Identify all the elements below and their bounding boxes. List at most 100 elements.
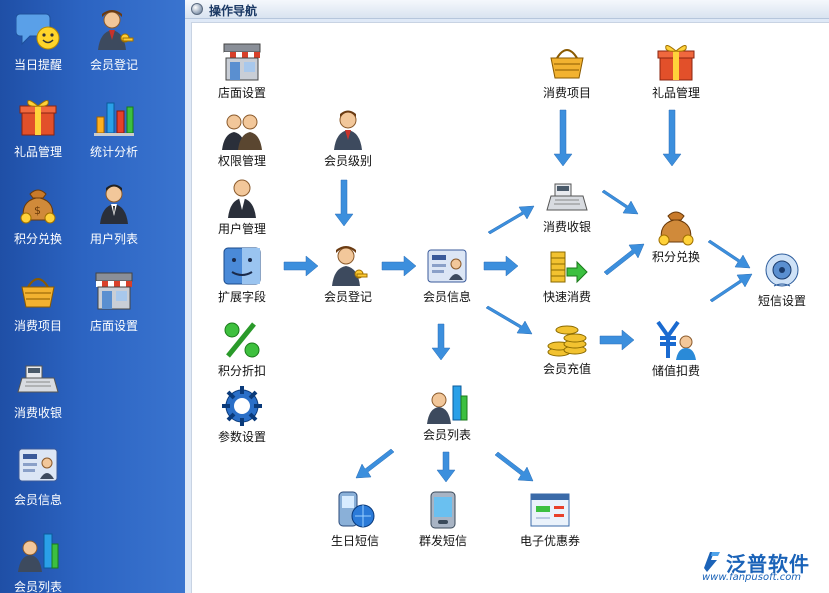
sidebar-item-label: 会员列表 — [13, 580, 62, 593]
node-label: 群发短信 — [418, 534, 467, 548]
brand-mark-icon — [704, 552, 720, 572]
sidebar-item-store-settings[interactable]: 店面设置 — [76, 265, 152, 335]
sidebar: 当日提醒 会员登记 礼品管理 统计分析 — [0, 0, 185, 593]
node-stored-value-deduct[interactable]: 储值扣费 — [636, 318, 716, 380]
sidebar-item-label: 消费项目 — [13, 319, 62, 333]
node-member-recharge[interactable]: 会员充值 — [527, 316, 607, 378]
member-register-icon — [332, 246, 368, 286]
node-member-level[interactable]: 会员级别 — [308, 108, 388, 170]
member-card-icon — [427, 249, 467, 283]
node-label: 生日短信 — [330, 534, 379, 548]
node-member-register[interactable]: 会员登记 — [308, 244, 388, 306]
money-bag-icon — [658, 211, 694, 246]
storefront-icon — [223, 43, 261, 81]
node-label: 电子优惠券 — [519, 534, 580, 548]
shopping-basket-icon — [550, 49, 584, 79]
node-label: 会员级别 — [323, 154, 372, 168]
brand-name: 泛普软件 — [726, 552, 810, 576]
node-label: 扩展字段 — [217, 290, 266, 304]
money-bag-icon: $ — [20, 189, 56, 224]
shopping-basket-icon — [21, 278, 55, 308]
node-member-info[interactable]: 会员信息 — [407, 244, 487, 306]
sidebar-item-member-register[interactable]: 会员登记 — [76, 4, 152, 74]
node-label: 积分折扣 — [217, 364, 266, 378]
cash-register-icon — [17, 365, 59, 393]
node-label: 消费收银 — [542, 220, 591, 234]
gift-icon — [657, 45, 695, 81]
node-group-sms[interactable]: 群发短信 — [403, 488, 483, 550]
node-user-mgmt[interactable]: 用户管理 — [202, 176, 282, 238]
member-list-icon — [427, 385, 468, 424]
brand-logo: 泛普软件 www.fanpusoft.com — [698, 546, 826, 588]
sidebar-item-member-list[interactable]: 会员列表 — [0, 526, 76, 593]
sidebar-item-label: 用户列表 — [89, 232, 138, 246]
sidebar-item-statistics[interactable]: 统计分析 — [76, 91, 152, 161]
member-card-icon — [18, 448, 58, 482]
node-store-settings[interactable]: 店面设置 — [202, 40, 282, 102]
node-label: 快速消费 — [542, 290, 591, 304]
bar-chart-icon — [94, 102, 134, 136]
node-points-discount[interactable]: 积分折扣 — [202, 318, 282, 380]
node-label: 用户管理 — [217, 222, 266, 236]
sidebar-item-gift[interactable]: 礼品管理 — [0, 91, 76, 161]
node-consume-cashier[interactable]: 消费收银 — [527, 174, 607, 236]
member-list-icon — [18, 533, 59, 572]
finder-face-icon — [223, 247, 261, 285]
node-label: 会员登记 — [323, 290, 372, 304]
sidebar-item-label: 会员信息 — [13, 493, 62, 507]
node-birthday-sms[interactable]: 生日短信 — [315, 488, 395, 550]
sidebar-item-label: 会员登记 — [89, 58, 138, 72]
node-label: 店面设置 — [217, 86, 266, 100]
node-gift-mgmt[interactable]: 礼品管理 — [636, 40, 716, 102]
svg-text:$: $ — [34, 204, 41, 217]
node-label: 积分兑换 — [651, 250, 700, 264]
node-param-settings[interactable]: 参数设置 — [202, 384, 282, 446]
sidebar-item-label: 积分兑换 — [13, 232, 62, 246]
mobile-phone-icon — [430, 491, 456, 529]
node-consume-items[interactable]: 消费项目 — [527, 40, 607, 102]
coupon-icon — [530, 493, 570, 527]
percent-icon — [224, 322, 260, 358]
node-label: 储值扣费 — [651, 364, 700, 378]
sidebar-item-points-exchange[interactable]: $ 积分兑换 — [0, 178, 76, 248]
users-group-icon — [222, 114, 262, 150]
node-e-coupon[interactable]: 电子优惠券 — [510, 488, 590, 550]
node-points-exchange[interactable]: 积分兑换 — [636, 204, 716, 266]
node-extend-fields[interactable]: 扩展字段 — [202, 244, 282, 306]
gift-icon — [19, 100, 57, 136]
coins-arrow-icon — [550, 251, 588, 284]
reminder-smiley-icon — [16, 13, 60, 50]
yen-user-icon — [656, 320, 696, 360]
navigation-icon — [191, 3, 203, 15]
sidebar-item-user-list[interactable]: 用户列表 — [76, 178, 152, 248]
node-member-list[interactable]: 会员列表 — [407, 382, 487, 444]
user-icon — [228, 179, 256, 218]
node-quick-consume[interactable]: 快速消费 — [527, 244, 607, 306]
sidebar-item-label: 消费收银 — [13, 406, 62, 420]
member-register-icon — [98, 10, 134, 50]
node-permission-mgmt[interactable]: 权限管理 — [202, 108, 282, 170]
node-sms-settings[interactable]: 短信设置 — [742, 248, 822, 310]
sidebar-item-label: 店面设置 — [89, 319, 138, 333]
page-title: 操作导航 — [209, 4, 258, 18]
sidebar-item-member-info[interactable]: 会员信息 — [0, 439, 76, 509]
sidebar-item-reminder[interactable]: 当日提醒 — [0, 4, 76, 74]
sidebar-item-label: 统计分析 — [89, 145, 138, 159]
panel-header: 操作导航 — [185, 0, 829, 19]
node-label: 参数设置 — [217, 430, 266, 444]
speaker-icon — [765, 253, 799, 287]
sidebar-item-label: 礼品管理 — [13, 145, 62, 159]
gear-icon — [222, 386, 262, 426]
sidebar-item-consume-items[interactable]: 消费项目 — [0, 265, 76, 335]
node-label: 消费项目 — [542, 86, 591, 100]
user-list-icon — [100, 184, 128, 224]
node-label: 会员信息 — [422, 290, 471, 304]
brand-url: www.fanpusoft.com — [702, 572, 802, 583]
sidebar-item-label: 当日提醒 — [13, 58, 62, 72]
node-label: 权限管理 — [217, 154, 266, 168]
member-icon — [334, 110, 362, 150]
sidebar-item-cashier[interactable]: 消费收银 — [0, 352, 76, 422]
storefront-icon — [95, 272, 133, 310]
cash-register-icon — [546, 183, 588, 211]
node-label: 会员列表 — [422, 428, 471, 442]
